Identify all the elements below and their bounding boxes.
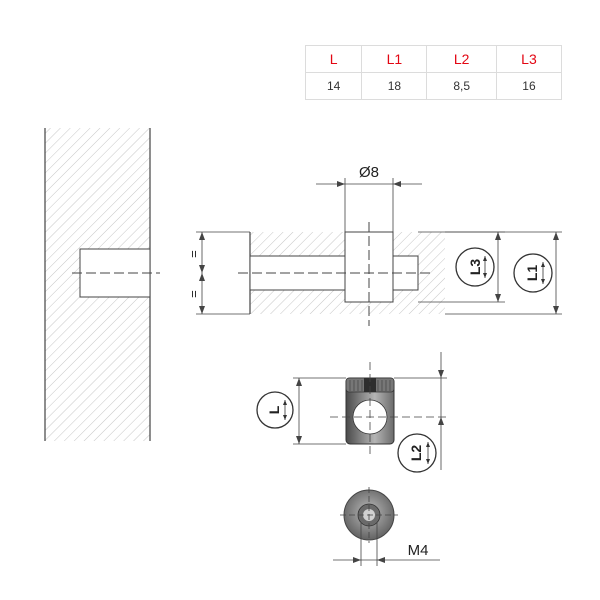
l3-label: L3 xyxy=(467,259,483,276)
l-dimension: L xyxy=(256,377,346,445)
l1-label: L1 xyxy=(524,265,540,282)
barrel-nut-side-view xyxy=(330,362,446,458)
thread-label: M4 xyxy=(408,542,429,559)
m4-dimension: M4 xyxy=(333,522,440,566)
header-l2: L2 xyxy=(426,45,497,73)
barrel-nut-end-view xyxy=(340,487,398,543)
value-l3: 16 xyxy=(495,72,563,100)
right-panel-section xyxy=(238,222,445,326)
equal-spacing-dimension: = = xyxy=(187,231,250,315)
value-l: 14 xyxy=(304,72,363,100)
l2-label: L2 xyxy=(408,445,424,462)
left-panel-section xyxy=(44,128,160,441)
l-label-circle xyxy=(256,391,294,429)
diameter-dimension: Ø8 xyxy=(316,164,422,232)
value-l2: 8,5 xyxy=(426,72,497,100)
l1-dimension: L1 xyxy=(445,231,562,315)
barrel-screw-slot xyxy=(364,378,376,392)
l3-dimension: L3 xyxy=(418,231,505,303)
equal-mark-bottom: = xyxy=(187,290,202,298)
dimension-table-value-row: 14 18 8,5 16 xyxy=(304,72,563,100)
l2-dimension: L2 xyxy=(394,352,447,473)
l2-label-circle xyxy=(397,433,437,473)
diameter-label: Ø8 xyxy=(359,164,379,181)
l-label: L xyxy=(266,405,282,414)
dimension-table: L L1 L2 L3 14 18 8,5 16 xyxy=(304,45,563,100)
equal-mark-top: = xyxy=(187,250,202,258)
value-l1: 18 xyxy=(361,72,428,100)
